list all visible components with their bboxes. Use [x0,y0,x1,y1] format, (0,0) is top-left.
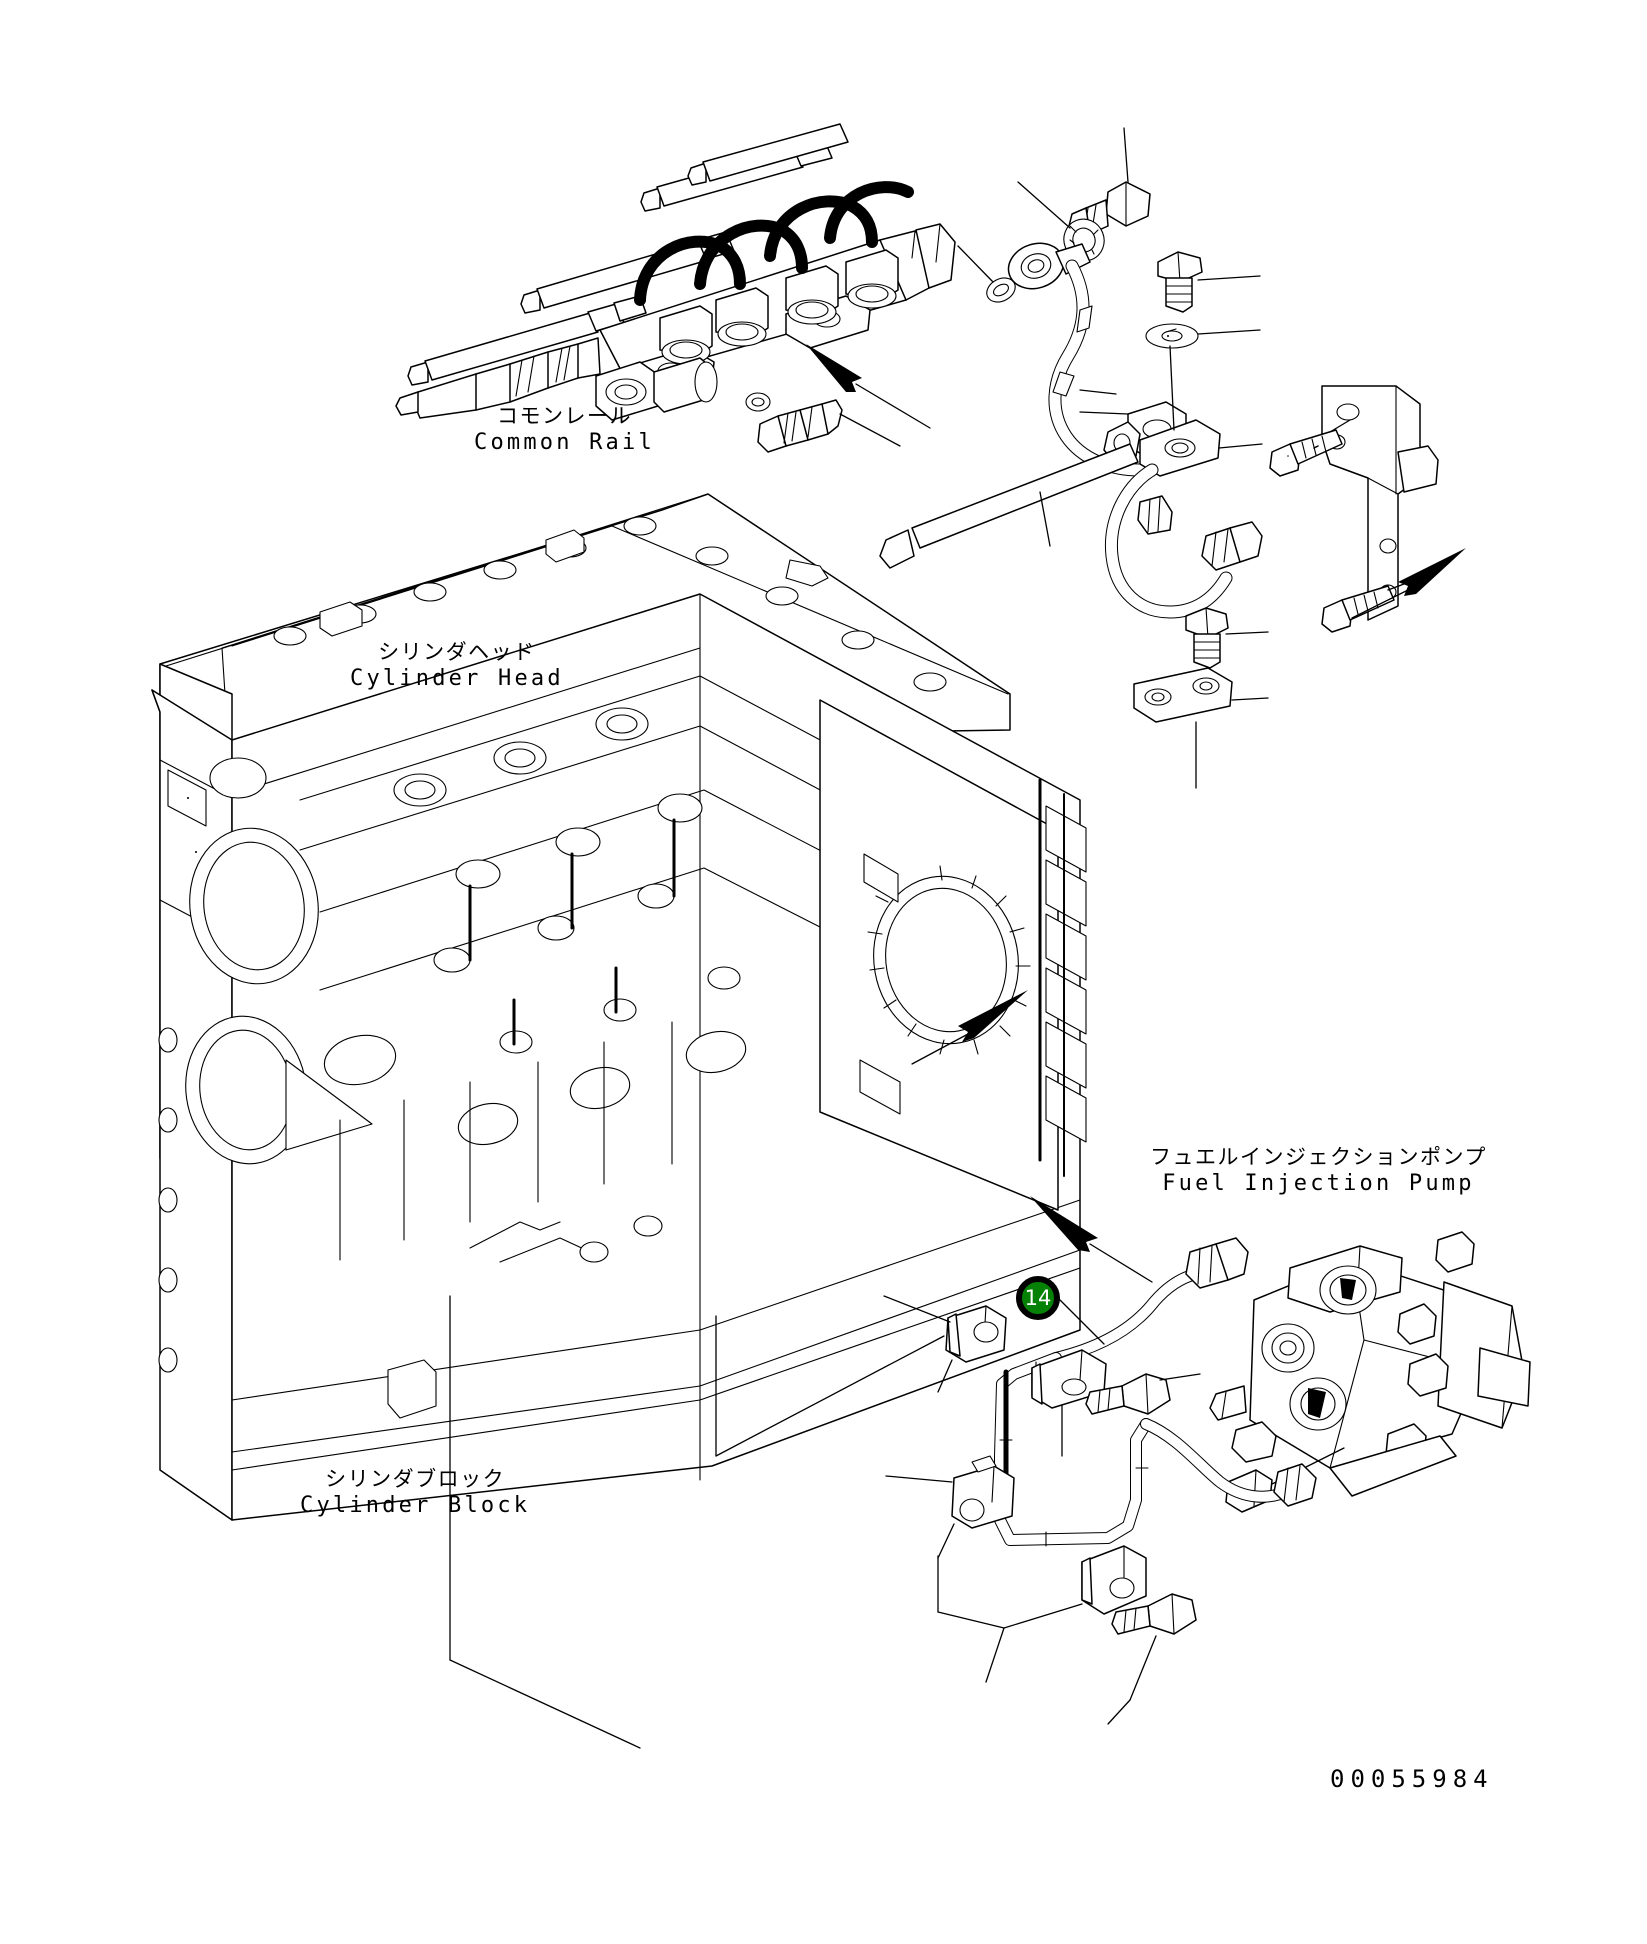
block-direction-arrow [911,990,1028,1065]
block-internal-lines [469,1215,663,1263]
block-gear-case [819,699,1087,1211]
block-deck-detail [299,675,1047,1261]
engine-assembly [151,493,1087,1521]
clamp-bolt-center [1085,1373,1201,1415]
common-rail-assembly [395,123,956,453]
two-hole-flange-plate [1133,667,1269,789]
common-rail-arrow [806,344,931,429]
fuel-supply-line-lower [449,1196,1317,1749]
common-rail-body [599,223,956,381]
pipe-clamp-lower-left [885,1455,1015,1559]
drawing-number: 00055984 [1330,1765,1494,1793]
rail-injector-ports [659,249,899,365]
clamp-bolt-bottom [1111,1593,1197,1701]
tube-eye-joint [1007,242,1091,290]
banjo-bolt-top [1068,127,1151,237]
supply-pipe-right-leg [1140,1418,1317,1507]
callout-balloon-14[interactable]: 14 [1016,1276,1060,1320]
supply-pipe-upper-branch [1030,1196,1249,1364]
fuel-injection-pump [1209,1231,1531,1513]
supply-line-leaders [449,1295,1131,1749]
rail-lower-elbow [595,357,718,421]
socket-bolt-mid-right [1321,583,1405,633]
tube-union-block [1079,334,1263,477]
cylinder-block [151,593,1087,1521]
upper-fuel-line-and-hardware [879,127,1466,789]
pipe-clamp-bottom [1003,1545,1147,1629]
bracket-direction-arrow [1351,548,1466,619]
plain-washer-upper [1145,323,1261,349]
rail-return-hoses [634,181,914,306]
callout-14-leader [1059,1299,1105,1345]
socket-bolt-lower-right [1287,445,1319,457]
supply-tube-long [879,443,1139,569]
block-right-edge-slots [1038,778,1087,1177]
gasket-washer-left [957,245,1016,303]
rail-outlet-fitting [395,337,601,419]
callout-balloon-14-number: 14 [1024,1285,1052,1310]
return-tube-lower-bend [1104,463,1263,619]
flange-plate-bolt-bottom [1185,607,1269,669]
pipe-clamp-upper [883,1295,1007,1393]
rail-plug-and-sensor [745,392,901,453]
hex-flange-bolt-upper [1157,251,1261,313]
